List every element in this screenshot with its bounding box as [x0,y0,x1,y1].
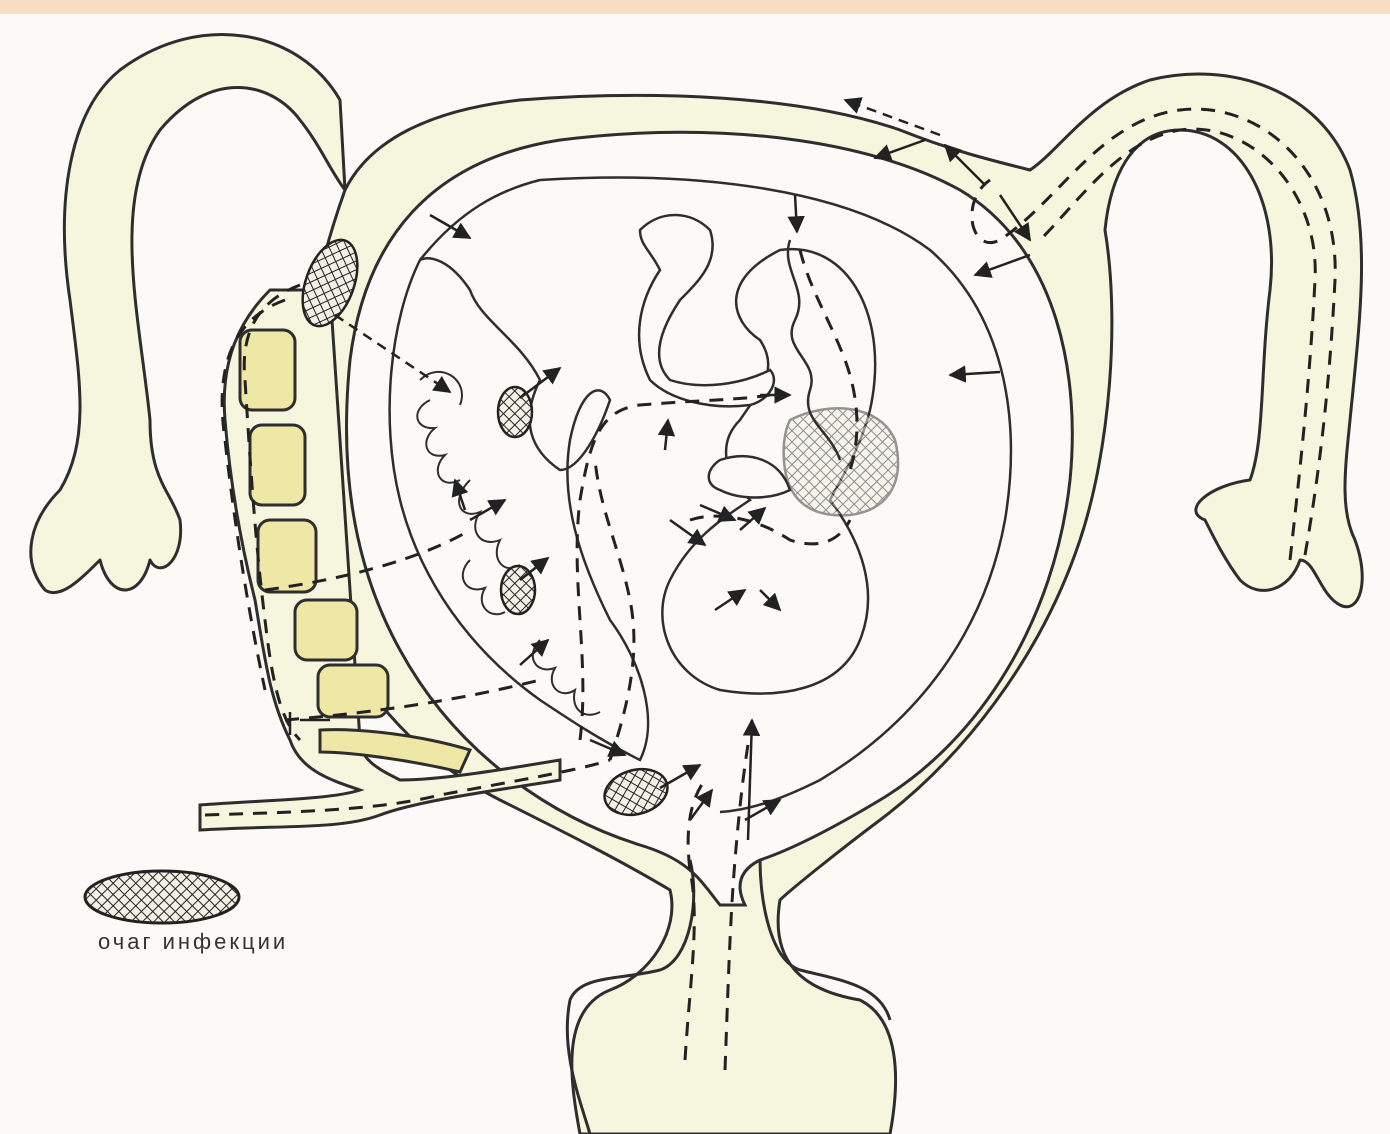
bone-segment [295,600,357,660]
fetus-head [784,408,898,515]
legend-infection-focus-icon [85,871,239,923]
bone-segment [250,425,305,505]
legend-label: очаг инфекции [98,929,288,954]
bone-segment [258,520,316,592]
infection-focus [498,387,532,437]
bone-segment [240,330,295,410]
top-color-band [0,0,1390,14]
bone-segment [318,665,388,717]
